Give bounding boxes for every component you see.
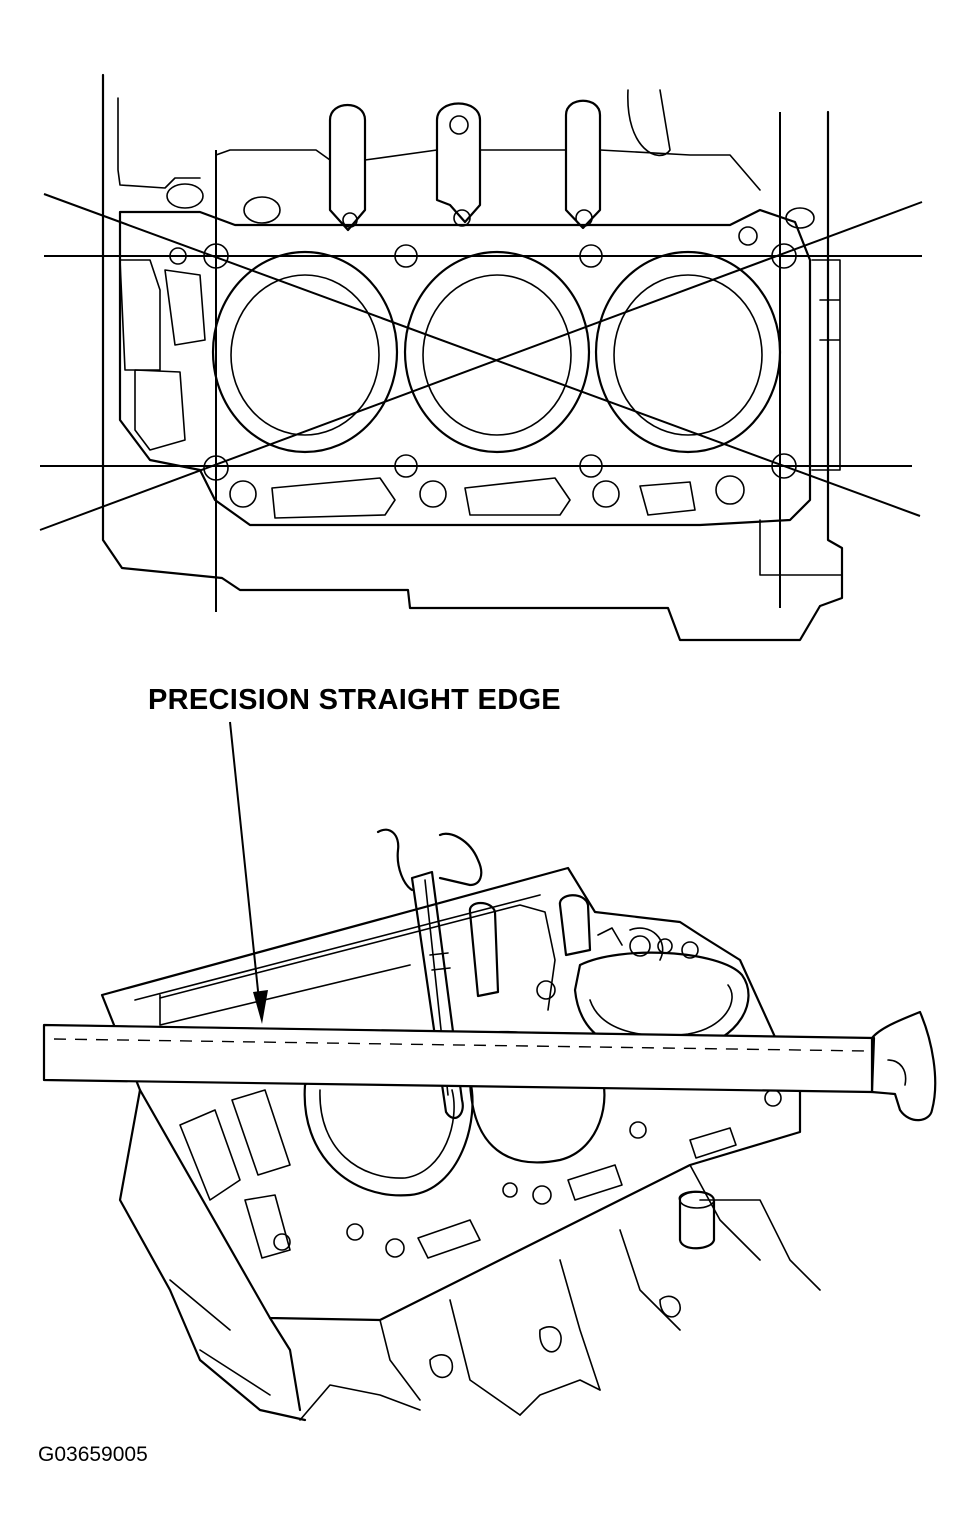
- bolt-hole: [342, 212, 358, 228]
- label-leader: [229, 721, 268, 1024]
- slot: [179, 1109, 241, 1201]
- coolant-slot: [119, 259, 161, 371]
- bolt-hole: [764, 1089, 782, 1107]
- bore-3-outer: [594, 250, 782, 454]
- bolt-hole: [419, 480, 447, 508]
- top-flange: [215, 149, 761, 191]
- block-front-face: [118, 1088, 307, 1422]
- hand-top: [376, 828, 483, 892]
- rear-rail: [159, 904, 556, 1011]
- top-boss-right: [564, 99, 602, 230]
- straight-edge-label: PRECISION STRAIGHT EDGE: [148, 684, 561, 716]
- block-outline: [101, 73, 844, 642]
- feeler-gauge: [410, 870, 464, 1119]
- bolt-hole: [453, 209, 471, 227]
- deck-inner-rim: [134, 894, 541, 1026]
- block-deck-top-view: [39, 73, 923, 642]
- coolant-slot: [164, 269, 206, 346]
- boss-right: [597, 927, 664, 961]
- bolt-hole: [657, 938, 673, 954]
- reference-line-diagonal-1: [43, 193, 921, 517]
- feeler-gauge-band: [429, 952, 451, 971]
- straight-edge-bar: [42, 1023, 876, 1094]
- bolt-hole: [532, 1185, 552, 1205]
- bore-1-inner: [230, 274, 380, 436]
- bolt-hole: [785, 207, 815, 229]
- bolt-hole: [629, 1121, 647, 1139]
- measurement-lines: [39, 112, 923, 612]
- hand-finger: [887, 1059, 907, 1086]
- crankcase-lower: [299, 1199, 821, 1421]
- bore-2-outer: [403, 250, 591, 454]
- deck-surface: [100, 866, 802, 1322]
- coolant-slot: [639, 481, 696, 516]
- lower-holes: [429, 1295, 681, 1379]
- perspective-slots: [179, 1089, 737, 1259]
- front-ribs: [169, 1164, 761, 1416]
- straight-edge-top: [43, 1024, 875, 1039]
- coolant-slot: [464, 477, 571, 516]
- bolt-holes: [166, 183, 815, 508]
- top-boss-center: [435, 102, 482, 224]
- slot: [231, 1089, 291, 1176]
- slot: [244, 1194, 291, 1259]
- cylinder-bores: [211, 250, 782, 454]
- hand-right: [870, 1010, 937, 1122]
- bolt-hole: [681, 941, 699, 959]
- bolt-hole: [385, 1238, 405, 1258]
- bolt-hole: [243, 196, 281, 224]
- precision-straight-edge: [42, 1010, 937, 1122]
- leader-line: [229, 721, 261, 1011]
- bolt-hole: [229, 480, 257, 508]
- bore-3-inner: [613, 274, 763, 436]
- slot: [567, 1164, 623, 1201]
- bolt-hole: [592, 480, 620, 508]
- bore-front-inner: [319, 1089, 455, 1179]
- leader-arrowhead: [253, 990, 268, 1024]
- top-boss-left: [328, 104, 367, 232]
- bolt-hole: [629, 935, 651, 957]
- right-side-rail: [759, 259, 843, 576]
- bolt-hole: [536, 980, 556, 1000]
- feeler-gauge-hand: [376, 828, 483, 1119]
- reference-line-diagonal-2: [39, 201, 923, 531]
- bore-rear-inner: [589, 984, 733, 1037]
- upper-right-bulge: [627, 89, 671, 157]
- oil-tube: [468, 901, 500, 998]
- coolant-slot: [134, 369, 186, 451]
- oil-tube-2: [558, 894, 592, 957]
- bolt-hole: [166, 183, 204, 209]
- bolt-hole: [575, 209, 593, 227]
- dowel-top: [679, 1191, 715, 1209]
- block-perspective-view: [100, 866, 821, 1422]
- coolant-slot: [271, 477, 396, 519]
- bolt-hole: [738, 226, 758, 246]
- bolt-hole: [502, 1182, 518, 1198]
- bolt-hole: [715, 475, 745, 505]
- boss-hole: [449, 115, 469, 135]
- bolt-hole: [273, 1233, 291, 1251]
- straight-edge-centerline: [53, 1038, 867, 1052]
- bore-2-inner: [422, 274, 572, 436]
- coolant-passages: [119, 259, 696, 519]
- slot: [417, 1219, 481, 1259]
- figure-code: G03659005: [38, 1443, 148, 1466]
- perspective-bolt-holes: [273, 935, 782, 1258]
- slot: [689, 1127, 737, 1159]
- block-left-wall: [117, 97, 201, 189]
- bolt-hole: [346, 1223, 364, 1241]
- bore-1-outer: [211, 250, 399, 454]
